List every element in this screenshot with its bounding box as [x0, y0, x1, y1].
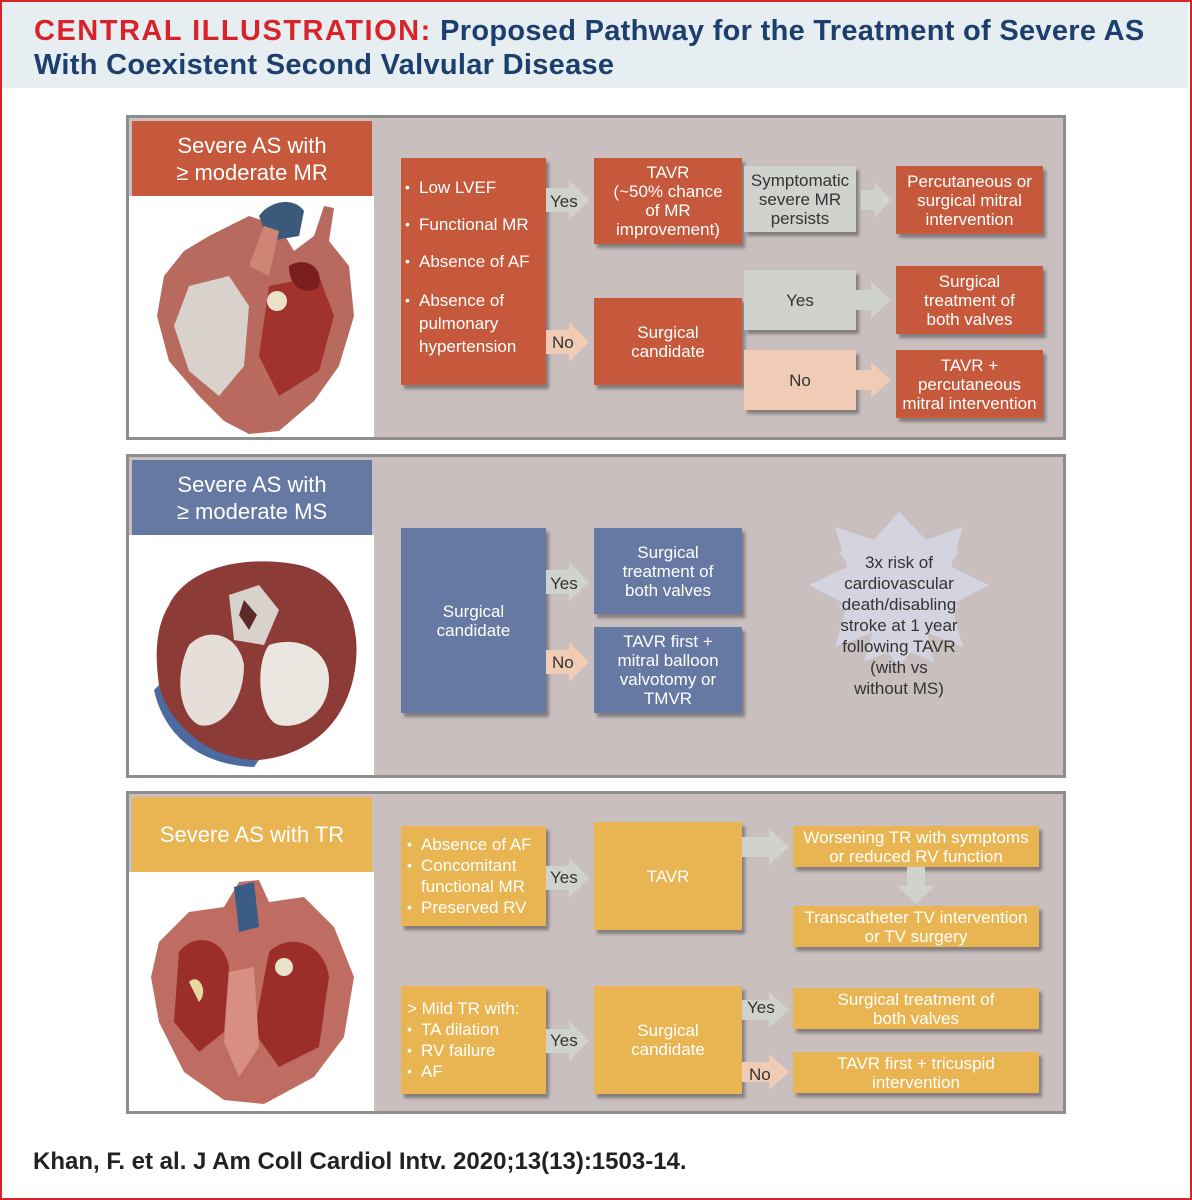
tr-yes-arrow-2 [546, 1021, 589, 1061]
mr-no-box-arrow [856, 362, 891, 398]
figure-title-text: Proposed Pathway for the Treatment of Se… [34, 15, 1145, 81]
tr-yes-arrow-3 [742, 992, 789, 1028]
tr-yes-label-2: Yes [550, 1031, 578, 1050]
tr-mild-box: > Mild TR with: TA dilation RV failure A… [401, 986, 546, 1094]
criterion-absence-ph: Absence of pulmonary hypertension [401, 289, 542, 358]
tr-worsening-box: Worsening TR with symptoms or reduced RV… [793, 826, 1039, 867]
mr-yes-label: Yes [550, 192, 578, 211]
panel-mr-title: Severe AS with ≥ moderate MR [132, 121, 372, 196]
mr-yes-arrow [546, 180, 589, 220]
mr-tavr-percutaneous-box: TAVR + percutaneous mitral intervention [896, 350, 1043, 418]
panel-ms-title: Severe AS with ≥ moderate MS [132, 460, 372, 535]
tr-yes-label-3: Yes [747, 998, 775, 1017]
ms-no-arrow [546, 642, 589, 682]
ms-surgical-both-box: Surgical treatment of both valves [594, 528, 742, 614]
tr-arrows [546, 829, 935, 1090]
citation: Khan, F. et al. J Am Coll Cardiol Intv. … [33, 1148, 687, 1175]
mr-no-label: No [552, 333, 574, 352]
tr-mild-header: > Mild TR with: [407, 999, 520, 1018]
header-bar: CENTRAL ILLUSTRATION: Proposed Pathway f… [2, 2, 1188, 88]
ms-surgical-candidate-box: Surgical candidate [401, 528, 546, 713]
tr-transcatheter-box: Transcatheter TV intervention or TV surg… [793, 906, 1039, 947]
ms-arrows [546, 512, 989, 682]
criterion-absence-af: Absence of AF [401, 252, 542, 271]
tr-criterion-preserved-rv: Preserved RV [403, 897, 546, 918]
ms-tavr-first-box: TAVR first + mitral balloon valvotomy or… [594, 627, 742, 713]
ms-risk-star-outer [809, 512, 989, 667]
heart-tr-image [151, 880, 354, 1104]
panel-tr-title: Severe AS with TR [132, 797, 372, 872]
ms-risk-text: 3x risk of cardiovascular death/disablin… [840, 552, 958, 698]
mr-arrows [546, 180, 891, 398]
tr-worsening-arrow [897, 867, 935, 904]
tr-tavr-box: TAVR [594, 822, 742, 930]
tr-tavr-tricuspid-box: TAVR first + tricuspid intervention [793, 1052, 1039, 1093]
tr-mild-list: TA dilation RV failure AF [403, 1019, 520, 1082]
heart-illustration-ms [129, 535, 374, 775]
criterion-low-lvef: Low LVEF [401, 178, 542, 197]
tr-surgical-both-box: Surgical treatment of both valves [793, 988, 1039, 1029]
tr-mild-af: AF [403, 1061, 520, 1082]
figure-title: CENTRAL ILLUSTRATION: Proposed Pathway f… [34, 14, 1174, 82]
tr-mild-ta-dilation: TA dilation [403, 1019, 520, 1040]
panel-tr: Severe AS with TR Absence of AF Concomit… [126, 791, 1066, 1114]
tr-criteria-box: Absence of AF Concomitant functional MR … [401, 826, 546, 926]
mr-tavr-box: TAVR (~50% chance of MR improvement) [594, 158, 742, 244]
mr-no-arrow [546, 322, 589, 362]
tr-criterion-concomitant-mr: Concomitant functional MR [403, 855, 546, 897]
tr-tavr-arrow [742, 829, 789, 865]
mr-yes-box: Yes [744, 270, 856, 330]
mr-surgical-both-box: Surgical treatment of both valves [896, 266, 1043, 334]
ms-no-label: No [552, 653, 574, 672]
criterion-functional-mr: Functional MR [401, 215, 542, 234]
tr-no-arrow [742, 1054, 789, 1090]
mr-criteria-box: Low LVEF Functional MR Absence of AF Abs… [401, 158, 546, 385]
tr-yes-arrow-1 [546, 858, 589, 898]
ms-yes-arrow [546, 562, 589, 602]
central-illustration-label: CENTRAL ILLUSTRATION: [34, 15, 432, 47]
mr-percutaneous-box: Percutaneous or surgical mitral interven… [896, 166, 1043, 234]
mr-persists-box: Symptomatic severe MR persists [744, 166, 856, 232]
tr-criterion-absence-af: Absence of AF [403, 834, 546, 855]
mr-no-box: No [744, 350, 856, 410]
heart-illustration-mr [129, 196, 374, 437]
mr-persists-arrow [861, 182, 891, 218]
tr-mild-rv-failure: RV failure [403, 1040, 520, 1061]
heart-illustration-tr [129, 872, 374, 1111]
panel-ms: Severe AS with ≥ moderate MS Surgical ca… [126, 454, 1066, 778]
heart-ms-image [154, 561, 357, 767]
tr-surgical-candidate-box: Surgical candidate [594, 986, 742, 1094]
tr-no-label-3: No [749, 1065, 771, 1084]
tr-mild-content: > Mild TR with: TA dilation RV failure A… [403, 998, 520, 1082]
mr-surgical-candidate-box: Surgical candidate [594, 298, 742, 385]
mr-yes-box-arrow [856, 282, 891, 318]
ms-yes-label: Yes [550, 574, 578, 593]
heart-mr-image [157, 201, 354, 434]
tr-criteria-list: Absence of AF Concomitant functional MR … [403, 834, 546, 918]
mr-criteria-list: Low LVEF Functional MR Absence of AF Abs… [401, 178, 542, 358]
tr-yes-label-1: Yes [550, 868, 578, 887]
panel-mr: Severe AS with ≥ moderate MR Low LVEF Fu… [126, 115, 1066, 440]
